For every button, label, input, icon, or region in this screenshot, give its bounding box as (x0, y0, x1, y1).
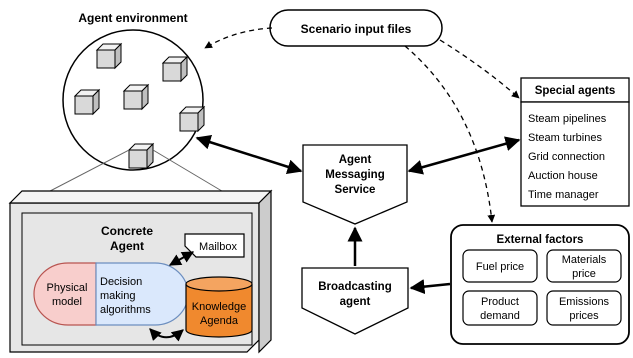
special-agent-item: Grid connection (528, 151, 605, 163)
special-agent-item: Auction house (528, 170, 598, 182)
agent-cube (74, 89, 100, 115)
special-agent-item: Time manager (528, 189, 599, 201)
product-demand-box (462, 290, 538, 326)
scenario-to-special-arrow (439, 39, 520, 99)
special-agents: Special agents Steam pipelines Steam tur… (520, 77, 630, 207)
external-to-broadcasting-arrow (409, 279, 451, 295)
decision-knowledge-arrow (149, 328, 184, 342)
agent-messaging-service: Agent Messaging Service (302, 144, 408, 225)
special-agents-list (520, 101, 630, 207)
scenario-label: Scenario input files (301, 22, 412, 36)
agent-environment-title: Agent environment (78, 11, 187, 25)
ams-special-arrow (407, 136, 521, 175)
decision-label-3: algorithms (100, 304, 151, 316)
special-agents-header (520, 77, 630, 103)
agent-cube (162, 56, 188, 82)
environment-ams-arrow (195, 134, 303, 175)
ams-label-3: Service (335, 184, 376, 196)
mailbox-label: Mailbox (199, 241, 237, 253)
emissions-price-label-1: Emissions (559, 296, 610, 308)
broadcasting-label-1: Broadcasting (318, 281, 392, 293)
ams-label-2: Messaging (325, 169, 384, 181)
ams-shape (302, 144, 408, 225)
scenario-to-external-arrow (404, 45, 496, 223)
decision-label-2: making (100, 290, 135, 302)
fuel-price-label: Fuel price (476, 261, 524, 273)
concrete-agent: Concrete Agent Mailbox Physical model De… (8, 189, 273, 354)
broadcasting-shape (301, 267, 409, 335)
decision-label-1: Decision (100, 276, 142, 288)
external-factors-title: External factors (497, 234, 584, 246)
product-demand-label-1: Product (481, 296, 519, 308)
agent-cube-zoomed (128, 143, 154, 169)
physical-model-label-1: Physical (47, 282, 88, 294)
external-factors: External factors Fuel price Materials pr… (450, 224, 630, 345)
concrete-agent-title-2: Agent (110, 239, 144, 253)
knowledge-cylinder (185, 284, 253, 338)
materials-price-box (546, 249, 622, 283)
product-demand-label-2: demand (480, 310, 520, 322)
agent-environment: Agent environment (62, 11, 205, 171)
materials-price-label-1: Materials (562, 254, 607, 266)
materials-price-label-2: price (572, 268, 596, 280)
emissions-price-label-2: prices (569, 310, 599, 322)
scenario-input-files: Scenario input files (269, 9, 443, 47)
scenario-to-environment-arrow (204, 27, 273, 49)
agent-cube (179, 106, 205, 132)
mailbox-shape (184, 233, 245, 258)
fuel-price-box (462, 249, 538, 283)
concrete-agent-title-1: Concrete (101, 224, 153, 238)
knowledge-label-1: Knowledge (192, 301, 246, 313)
agent-cube (96, 43, 122, 69)
agent-cube (123, 84, 149, 110)
emissions-price-box (546, 290, 622, 326)
knowledge-label-2: Agenda (200, 315, 239, 327)
broadcasting-label-2: agent (340, 296, 371, 308)
ams-label-1: Agent (339, 154, 372, 166)
physical-model-shape (33, 262, 97, 326)
special-agents-title: Special agents (535, 85, 616, 97)
special-agent-item: Steam turbines (528, 132, 602, 144)
special-agent-item: Steam pipelines (528, 113, 607, 125)
decision-mailbox-arrow (168, 251, 195, 266)
broadcasting-agent: Broadcasting agent (301, 267, 409, 335)
physical-model-label-2: model (52, 296, 82, 308)
